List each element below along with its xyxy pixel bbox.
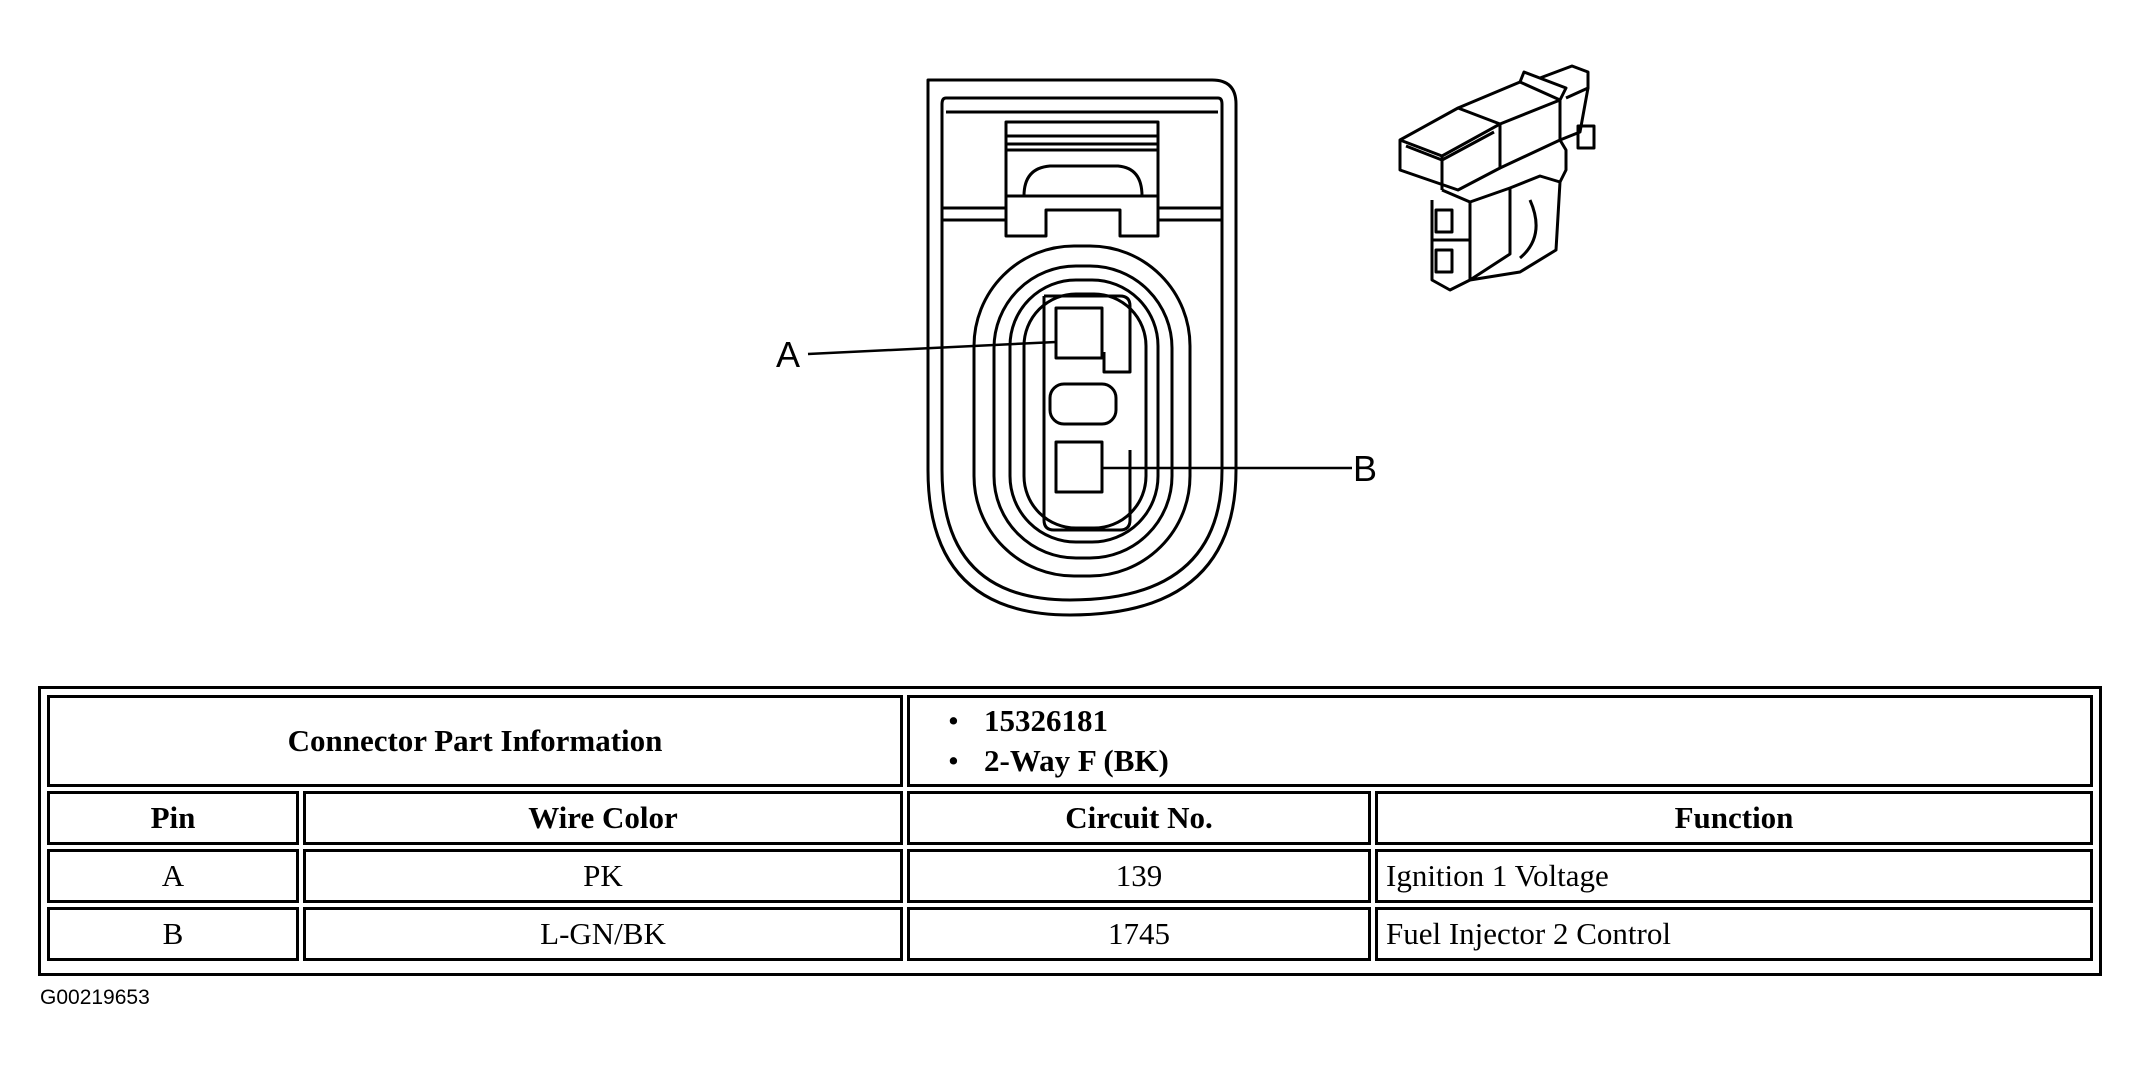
part-info-list: 15326181 2-Way F (BK) (910, 701, 1169, 781)
row-b-pin: B (47, 907, 299, 961)
header-wire-color: Wire Color (303, 791, 903, 845)
part-info-values-cell: 15326181 2-Way F (BK) (907, 695, 2093, 787)
connector-info-table: Connector Part Information 15326181 2-Wa… (38, 686, 2102, 976)
connector-diagram: A B (776, 64, 1596, 617)
header-function: Function (1375, 791, 2093, 845)
row-b-function: Fuel Injector 2 Control (1375, 907, 2093, 961)
connector-face-view (926, 78, 1238, 617)
row-b-circuit: 1745 (907, 907, 1371, 961)
connector-description: 2-Way F (BK) (948, 741, 1169, 781)
part-info-label-cell: Connector Part Information (47, 695, 903, 787)
row-a-function: Ignition 1 Voltage (1375, 849, 2093, 903)
part-number: 15326181 (948, 701, 1169, 741)
pin-b-label: B (1353, 448, 1377, 489)
header-pin: Pin (47, 791, 299, 845)
pin-label-leaders (807, 340, 1352, 470)
row-a-circuit: 139 (907, 849, 1371, 903)
row-b-wire-color: L-GN/BK (303, 907, 903, 961)
pin-a-label: A (776, 334, 800, 375)
figure-id: G00219653 (40, 986, 150, 1009)
part-info-label: Connector Part Information (287, 722, 663, 758)
row-a-wire-color: PK (303, 849, 903, 903)
row-a-pin: A (47, 849, 299, 903)
header-circuit-no: Circuit No. (907, 791, 1371, 845)
connector-isometric-view (1398, 64, 1596, 292)
